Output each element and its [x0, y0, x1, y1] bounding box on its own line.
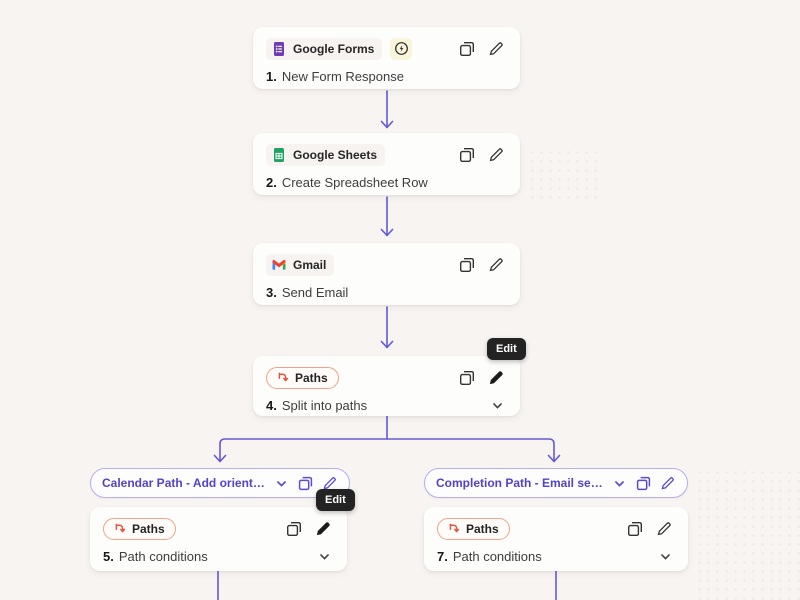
- app-label: Google Forms: [293, 41, 375, 56]
- dot-grid-pattern: [695, 468, 800, 600]
- instant-trigger-badge: [390, 37, 413, 60]
- step-number: 3.: [266, 285, 277, 300]
- step-card-3[interactable]: Gmail 3. Send Email: [253, 243, 520, 305]
- chevron-down-icon[interactable]: [491, 399, 504, 412]
- step-title: Create Spreadsheet Row: [281, 175, 428, 190]
- app-label: Gmail: [293, 257, 327, 272]
- app-chip-google-sheets: Google Sheets: [266, 143, 386, 166]
- chevron-down-icon[interactable]: [611, 475, 628, 492]
- split-paths-icon: [278, 372, 289, 381]
- edit-tooltip: Edit: [487, 338, 526, 360]
- path-pill-completion[interactable]: Completion Path - Email sen...: [424, 468, 688, 498]
- instant-trigger-bolt-icon: [394, 42, 408, 55]
- edit-pencil-icon[interactable]: [659, 475, 676, 492]
- step-number: 5.: [103, 549, 114, 564]
- path-pill-calendar[interactable]: Calendar Path - Add orienta...: [90, 468, 350, 498]
- edit-pencil-icon[interactable]: [321, 475, 338, 492]
- step-card-4[interactable]: Paths 4. Split into paths: [253, 356, 520, 416]
- paths-chip: Paths: [103, 517, 176, 540]
- step-title: New Form Response: [281, 69, 404, 84]
- chevron-down-icon[interactable]: [273, 475, 290, 492]
- paths-chip-label: Paths: [295, 370, 328, 385]
- edit-tooltip-label: Edit: [496, 343, 517, 355]
- edit-pencil-icon[interactable]: [655, 520, 672, 537]
- copy-icon[interactable]: [458, 146, 475, 163]
- paths-chip-label: Paths: [466, 521, 499, 536]
- step-number: 2.: [266, 175, 277, 190]
- google-forms-icon: [274, 41, 284, 56]
- step-number: 4.: [266, 398, 277, 413]
- google-sheets-icon: [274, 147, 284, 162]
- split-paths-icon: [115, 523, 126, 532]
- dot-grid-pattern: [528, 148, 600, 204]
- paths-chip: Paths: [266, 366, 339, 389]
- paths-chip-label: Paths: [132, 521, 165, 536]
- step-card-2[interactable]: Google Sheets 2. Create Spreadsheet Row: [253, 133, 520, 195]
- step-title: Send Email: [281, 285, 349, 300]
- step-number: 1.: [266, 69, 277, 84]
- edit-pencil-icon[interactable]: [487, 256, 504, 273]
- app-chip-gmail: Gmail: [266, 253, 335, 276]
- step-card-7[interactable]: Paths 7. Path conditions: [424, 507, 688, 571]
- app-chip-google-forms: Google Forms: [266, 37, 383, 60]
- step-title: Path conditions: [452, 549, 542, 564]
- copy-icon[interactable]: [458, 369, 475, 386]
- gmail-m-icon: [272, 259, 286, 270]
- edit-tooltip: Edit: [316, 489, 355, 511]
- path-pill-label: Completion Path - Email sen...: [436, 476, 605, 490]
- copy-icon[interactable]: [635, 475, 652, 492]
- split-paths-icon: [449, 523, 460, 532]
- chevron-down-icon[interactable]: [318, 550, 331, 563]
- chevron-down-icon[interactable]: [659, 550, 672, 563]
- copy-icon[interactable]: [285, 520, 302, 537]
- edit-pencil-icon[interactable]: [487, 40, 504, 57]
- step-title: Split into paths: [281, 398, 368, 413]
- edit-pencil-icon-active[interactable]: [314, 520, 331, 537]
- path-pill-label: Calendar Path - Add orienta...: [102, 476, 267, 490]
- copy-icon[interactable]: [458, 40, 475, 57]
- paths-chip: Paths: [437, 517, 510, 540]
- step-title: Path conditions: [118, 549, 208, 564]
- edit-pencil-icon-active[interactable]: [487, 369, 504, 386]
- edit-tooltip-label: Edit: [325, 494, 346, 506]
- copy-icon[interactable]: [626, 520, 643, 537]
- app-label: Google Sheets: [293, 147, 378, 162]
- edit-pencil-icon[interactable]: [487, 146, 504, 163]
- copy-icon[interactable]: [458, 256, 475, 273]
- copy-icon[interactable]: [297, 475, 314, 492]
- step-number: 7.: [437, 549, 448, 564]
- step-card-5[interactable]: Paths 5. Path conditions: [90, 507, 347, 571]
- step-card-1[interactable]: Google Forms 1. New Form Response: [253, 27, 520, 89]
